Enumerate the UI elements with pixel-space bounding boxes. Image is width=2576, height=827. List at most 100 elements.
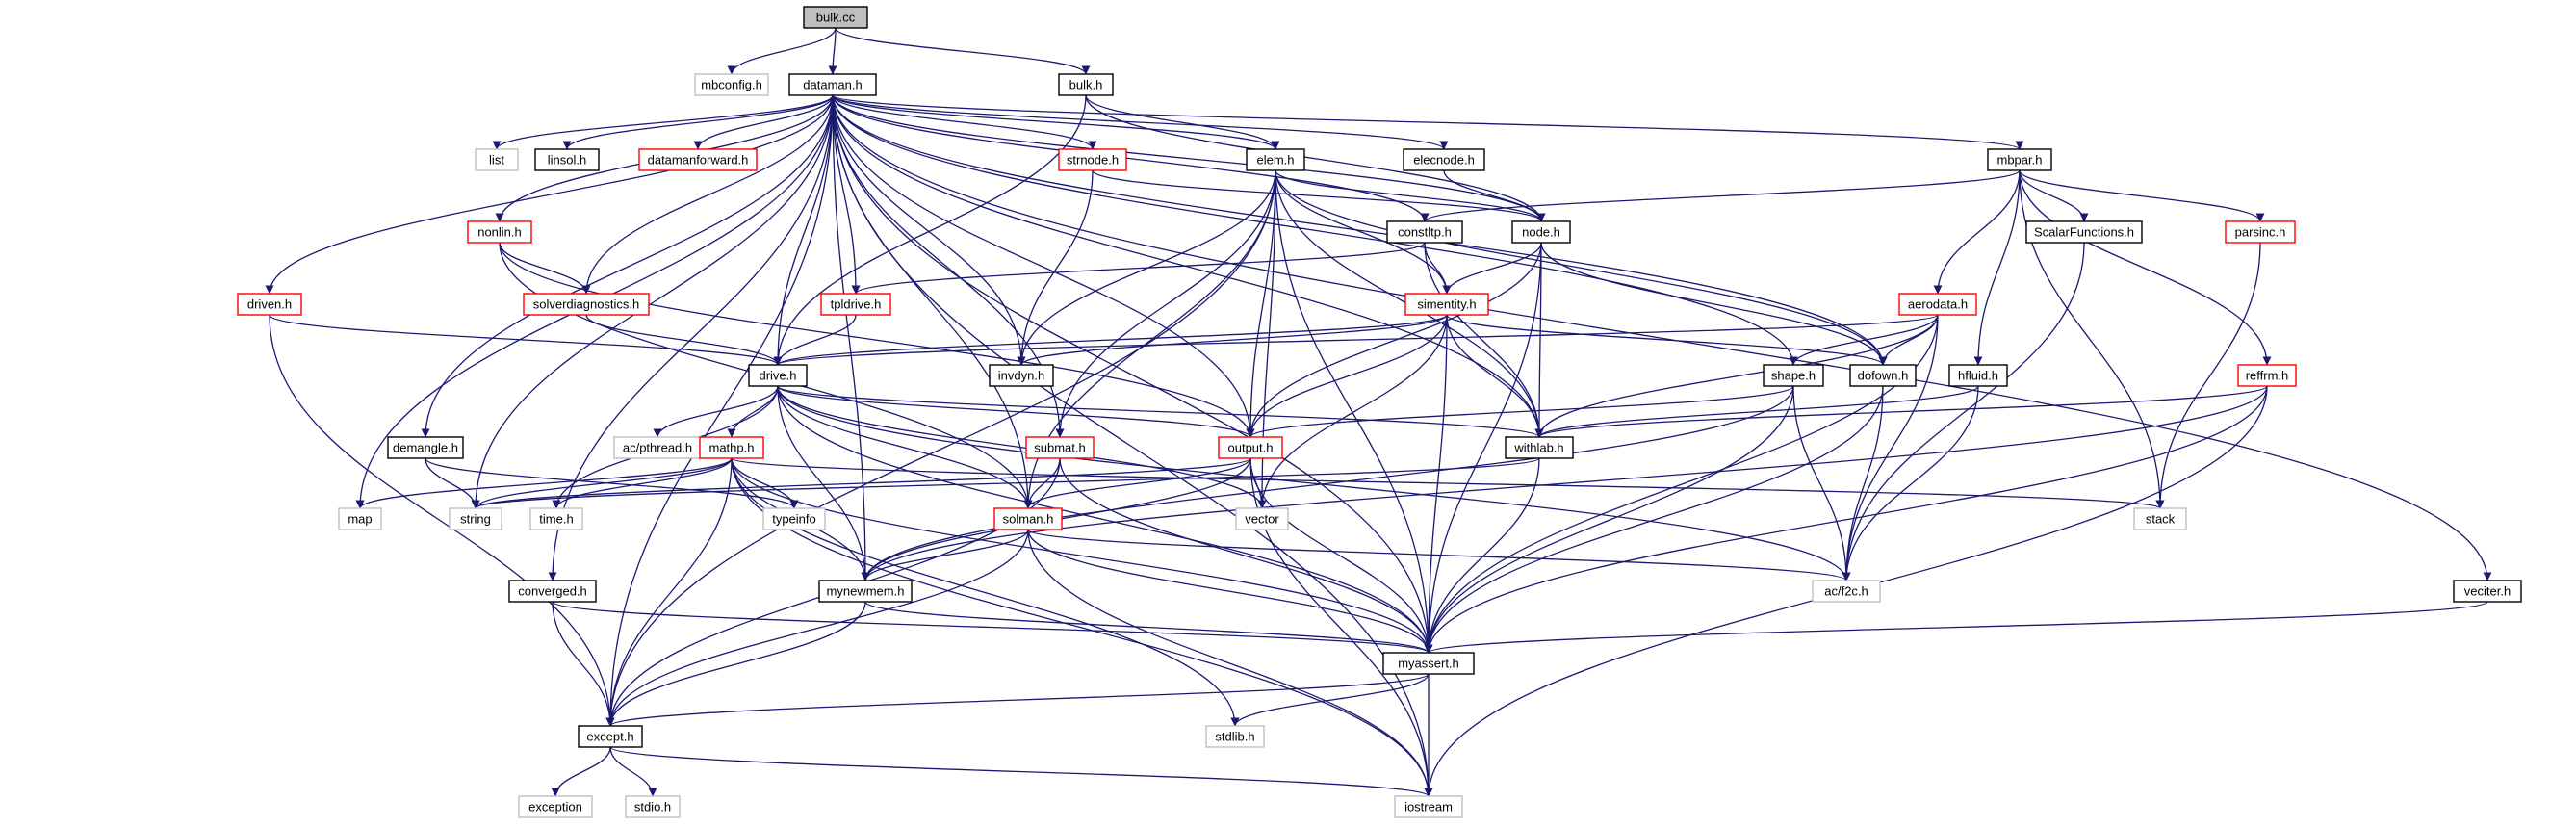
node-tpldrive-h[interactable]: tpldrive.h — [820, 293, 891, 316]
node-except-h[interactable]: except.h — [578, 725, 643, 748]
node-demangle-h[interactable]: demangle.h — [387, 436, 464, 459]
edge-mathp-h-to-iostream — [731, 457, 1433, 797]
edge-mbpar-h-to-hfluid-h — [1973, 169, 2021, 366]
node-box — [237, 293, 302, 316]
node-elem-h[interactable]: elem.h — [1246, 148, 1305, 171]
edge-dataman-h-to-tpldrive-h — [832, 94, 861, 295]
node-mynewmem-h[interactable]: mynewmem.h — [818, 580, 913, 603]
node-mbconfig-h[interactable]: mbconfig.h — [694, 73, 769, 96]
edge-dofown-h-to-ac-f2c-h — [1842, 385, 1884, 581]
edge-converged-h-to-except-h — [552, 601, 615, 727]
node-box — [820, 293, 891, 316]
node-label: vector — [1245, 512, 1279, 527]
node-label: string — [460, 512, 491, 527]
node-box — [1058, 148, 1127, 171]
node-ac-f2c-h[interactable]: ac/f2c.h — [1812, 580, 1881, 603]
edge-dataman-h-to-mbpar-h — [832, 94, 2024, 150]
node-box — [2237, 364, 2297, 387]
node-iostream[interactable]: iostream — [1394, 795, 1463, 818]
node-shape-h[interactable]: shape.h — [1763, 364, 1824, 387]
edge-myassert-h-to-stdlib-h — [1230, 673, 1430, 727]
node-bulk-h[interactable]: bulk.h — [1058, 73, 1114, 96]
node-submat-h[interactable]: submat.h — [1025, 436, 1095, 459]
node-bulk-cc[interactable]: bulk.cc — [803, 6, 868, 29]
node-drive-h[interactable]: drive.h — [748, 364, 808, 387]
edge-dataman-h-to-datamanforward-h — [693, 94, 834, 150]
edge-constltp-h-to-withlab-h — [1424, 242, 1544, 438]
edge-drive-h-to-ac-pthread-h — [653, 385, 779, 438]
node-elecnode-h[interactable]: elecnode.h — [1403, 148, 1485, 171]
node-stdlib-h[interactable]: stdlib.h — [1205, 725, 1265, 748]
node-stdio-h[interactable]: stdio.h — [625, 795, 681, 818]
edge-hfluid-h-to-withlab-h — [1534, 385, 1979, 438]
node-reffrm-h[interactable]: reffrm.h — [2237, 364, 2297, 387]
node-strnode-h[interactable]: strnode.h — [1058, 148, 1127, 171]
node-vector[interactable]: vector — [1235, 507, 1289, 530]
edge-mathp-h-to-map — [355, 457, 733, 509]
edge-elem-h-to-myassert-h — [1275, 169, 1433, 654]
node-box — [1812, 580, 1881, 603]
node-stack[interactable]: stack — [2133, 507, 2187, 530]
node-solverdiagnostics-h[interactable]: solverdiagnostics.h — [523, 293, 650, 316]
edge-shape-h-to-mynewmem-h — [861, 385, 1794, 581]
node-datamanforward-h[interactable]: datamanforward.h — [638, 148, 758, 171]
node-label: dofown.h — [1858, 369, 1909, 383]
edge-reffrm-h-to-myassert-h — [1424, 385, 2268, 654]
node-box — [475, 148, 519, 171]
edge-driven-h-to-drive-h — [269, 314, 783, 366]
node-box — [534, 148, 600, 171]
node-linsol-h[interactable]: linsol.h — [534, 148, 600, 171]
node-exception[interactable]: exception — [518, 795, 593, 818]
edge-mathp-h-to-typeinfo — [731, 457, 799, 509]
edge-mbpar-h-to-reffrm-h — [2019, 169, 2272, 366]
edge-drive-h-to-output-h — [777, 385, 1255, 438]
node-solman-h[interactable]: solman.h — [993, 507, 1063, 530]
node-withlab-h[interactable]: withlab.h — [1505, 436, 1574, 459]
node-dataman-h[interactable]: dataman.h — [788, 73, 877, 96]
node-mathp-h[interactable]: mathp.h — [699, 436, 764, 459]
node-typeinfo[interactable]: typeinfo — [762, 507, 826, 530]
edge-reffrm-h-to-mynewmem-h — [861, 385, 2268, 581]
node-label: constltp.h — [1398, 225, 1452, 240]
edges-layer — [265, 27, 2492, 797]
node-label: elem.h — [1256, 153, 1294, 168]
node-converged-h[interactable]: converged.h — [508, 580, 597, 603]
node-parsinc-h[interactable]: parsinc.h — [2225, 220, 2296, 244]
node-string[interactable]: string — [449, 507, 502, 530]
node-map[interactable]: map — [338, 507, 382, 530]
node-simentity-h[interactable]: simentity.h — [1404, 293, 1489, 316]
node-box — [1218, 436, 1283, 459]
node-output-h[interactable]: output.h — [1218, 436, 1283, 459]
node-constltp-h[interactable]: constltp.h — [1386, 220, 1463, 244]
node-mbpar-h[interactable]: mbpar.h — [1987, 148, 2052, 171]
edge-drive-h-to-myassert-h — [777, 385, 1433, 654]
node-myassert-h[interactable]: myassert.h — [1382, 652, 1475, 675]
edge-demangle-h-to-typeinfo — [425, 457, 799, 509]
node-label: stack — [2146, 512, 2176, 527]
edge-simentity-h-to-output-h — [1246, 314, 1448, 438]
node-nonlin-h[interactable]: nonlin.h — [467, 220, 532, 244]
edge-simentity-h-to-withlab-h — [1446, 314, 1544, 438]
node-time-h[interactable]: time.h — [529, 507, 583, 530]
node-aerodata-h[interactable]: aerodata.h — [1898, 293, 1977, 316]
node-node-h[interactable]: node.h — [1511, 220, 1571, 244]
node-invdyn-h[interactable]: invdyn.h — [989, 364, 1054, 387]
node-label: converged.h — [518, 584, 587, 599]
edge-demangle-h-to-string — [425, 457, 480, 509]
node-box — [748, 364, 808, 387]
node-veciter-h[interactable]: veciter.h — [2453, 580, 2522, 603]
node-label: mathp.h — [709, 441, 755, 455]
node-scalarfunctions-h[interactable]: ScalarFunctions.h — [2025, 220, 2143, 244]
node-label: drive.h — [759, 369, 796, 383]
edge-node-h-to-output-h — [1246, 242, 1542, 438]
node-box — [993, 507, 1063, 530]
node-label: shape.h — [1771, 369, 1816, 383]
node-list[interactable]: list — [475, 148, 519, 171]
edge-dataman-h-to-solverdiagnostics-h — [581, 94, 834, 295]
node-driven-h[interactable]: driven.h — [237, 293, 302, 316]
node-ac-pthread-h[interactable]: ac/pthread.h — [613, 436, 702, 459]
edge-dataman-h-to-node-h — [832, 94, 1546, 222]
node-dofown-h[interactable]: dofown.h — [1849, 364, 1917, 387]
node-label: output.h — [1228, 441, 1274, 455]
node-hfluid-h[interactable]: hfluid.h — [1948, 364, 2008, 387]
